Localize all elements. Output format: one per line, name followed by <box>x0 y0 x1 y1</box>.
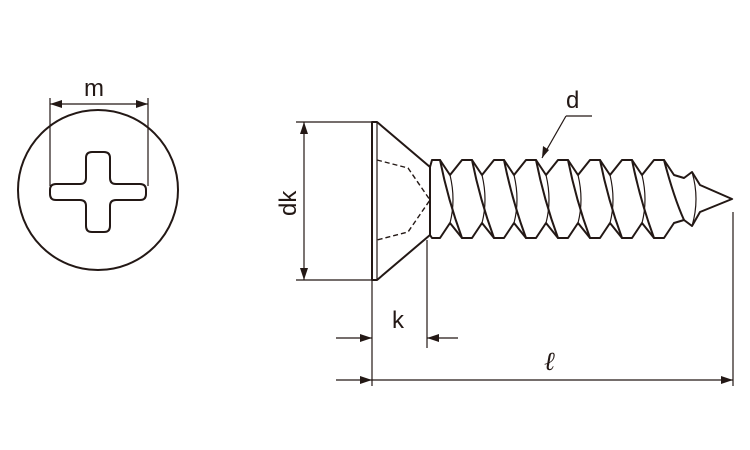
recess-hidden-line <box>376 159 431 241</box>
phillips-recess <box>49 151 147 233</box>
dim-dk: dk <box>275 121 372 281</box>
dim-m: m <box>49 75 149 186</box>
label-k: k <box>392 307 405 334</box>
head-top-view: m <box>17 75 179 271</box>
label-d: d <box>566 87 579 114</box>
screw-side-view: dk d k ℓ <box>275 87 734 386</box>
dim-l: ℓ <box>336 212 734 386</box>
head-outline <box>17 109 179 271</box>
thread-lines <box>439 159 734 239</box>
screw-head <box>371 121 431 281</box>
label-l: ℓ <box>544 347 555 376</box>
dim-d: d <box>541 87 592 159</box>
label-dk: dk <box>275 190 302 216</box>
dim-k: k <box>336 240 458 386</box>
label-m: m <box>84 75 104 102</box>
